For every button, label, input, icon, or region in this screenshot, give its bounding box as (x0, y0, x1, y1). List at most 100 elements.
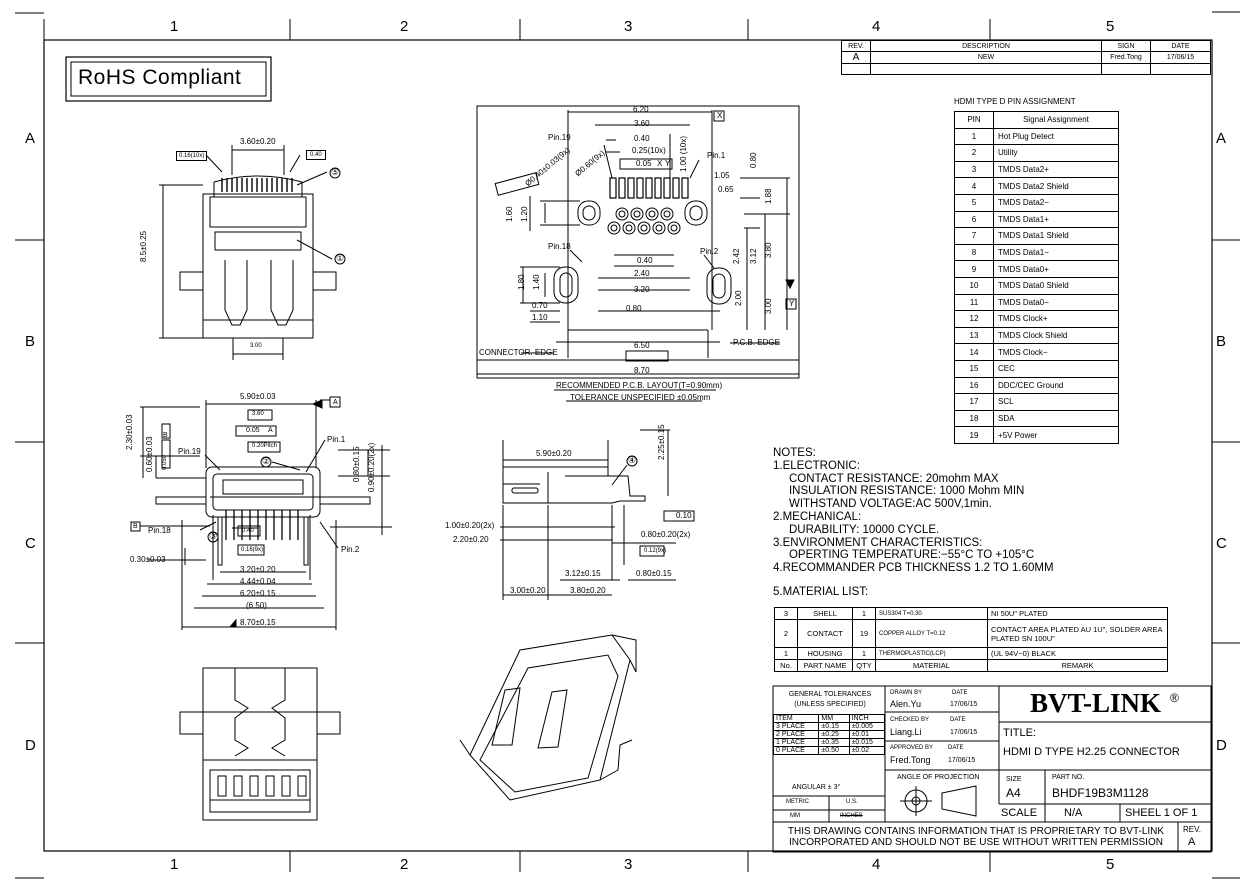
pin-row: 19+5V Power (954, 426, 1119, 444)
mat-header: REMARK (987, 659, 1168, 672)
dim-label: 0.12(9x) (644, 548, 667, 554)
edge-label: P.C.B. EDGE (733, 338, 780, 347)
signal-name: TMDS Data1+ (993, 210, 1119, 229)
pin-number: 17 (954, 393, 994, 411)
dim-label: 0.16(10x) (176, 151, 208, 161)
pin-number: 16 (954, 376, 994, 395)
dim-label: 3.20 (634, 285, 650, 294)
edge-label: CONNECTOR. EDGE (479, 348, 558, 357)
dim-label: 0.40 (637, 256, 653, 265)
pin-number: 7 (954, 227, 994, 245)
front-view (159, 145, 346, 360)
dim-label: 0.40 (242, 528, 254, 534)
rev-header: DESCRIPTION (870, 40, 1102, 52)
drawn-by: Alen.Yu (890, 699, 922, 709)
dim-label: 6.20 (633, 105, 649, 114)
pin-number: 2 (954, 144, 994, 162)
dim-label: A (333, 399, 338, 406)
dim-label: 3.60±0.20 (240, 137, 276, 146)
rev-cell: A (841, 51, 871, 64)
dim-label: 1.88 (764, 188, 773, 204)
mat-cell: COPPER ALLOY T=0.12 (875, 619, 988, 648)
rev-cell: NEW (870, 51, 1102, 64)
checked-by-label: CHECKED BY (890, 717, 930, 723)
proprietary-notice: THIS DRAWING CONTAINS INFORMATION THAT I… (787, 826, 1165, 848)
dim-label: 0.40 (306, 150, 326, 160)
company-logo: BVT-LINK (1030, 688, 1162, 718)
dim-label: 3.00 (250, 343, 262, 349)
mat-cell: 19 (852, 619, 876, 648)
dim-label: 8.70 (634, 366, 650, 375)
signal-name: TMDS Clock− (993, 343, 1119, 361)
pin-table-title: HDMI TYPE D PIN ASSIGNMENT (954, 97, 1076, 106)
dim-label: 0.05 (636, 159, 652, 168)
pin-number: 13 (954, 326, 994, 345)
zone-label: 3 (624, 18, 633, 35)
signal-name: Hot Plug Detect (993, 127, 1119, 146)
part-number: BHDF19B3M1128 (1052, 786, 1149, 800)
dim-label: 0.80±0.15 (636, 569, 672, 578)
angular-tolerance: ANGULAR ± 3° (792, 784, 841, 791)
sheet-number: SHEEL 1 OF 1 (1125, 807, 1198, 819)
dim-label: 2.42 (732, 248, 741, 264)
zone-label: 2 (400, 856, 409, 873)
material-table: 3 SHELL 1 SUS304 T=0.30 NI 50U" PLATED 2… (774, 607, 1168, 672)
dim-label: 3.60 (634, 119, 650, 128)
notes-lines: 1.ELECTRONIC: CONTACT RESISTANCE: 20mohm… (773, 460, 1054, 575)
tol-cell: ±0.15 (818, 722, 850, 731)
pin-number: 8 (954, 243, 994, 262)
dim-label: 1.80 (517, 274, 526, 290)
signal-name: TMDS Data0− (993, 293, 1119, 312)
note-line: CONTACT RESISTANCE: 20mohm MAX (773, 472, 999, 485)
inches-label: INCHES (840, 813, 863, 819)
mat-header: No. (774, 659, 798, 672)
dim-label: 0.20Pitch (252, 443, 278, 449)
dim-label: X (717, 111, 723, 120)
mat-cell: 1 (852, 647, 876, 660)
note-line: DURABILITY: 10000 CYCLE. (773, 523, 940, 536)
mat-cell: 1 (852, 607, 876, 620)
dim-label: 4.44±0.04 (240, 577, 276, 586)
dim-label: 1.00±0.20(2x) (445, 521, 495, 530)
approved-by-label: APPROVED BY (890, 745, 934, 751)
rev-header: DATE (1150, 40, 1211, 52)
zone-label: D (25, 737, 36, 754)
us-label: U.S. (846, 799, 858, 805)
note-line: 1.ELECTRONIC: (773, 459, 860, 472)
tol-cell: 2 PLACE (772, 730, 820, 739)
dim-label: 2.30±0.03 (125, 414, 134, 450)
signal-name: TMDS Data0+ (993, 260, 1119, 278)
bottom-view (179, 667, 341, 821)
rev-cell: 17/06/15 (1150, 51, 1211, 64)
pin-number: 1 (954, 127, 994, 146)
zone-label: 1 (170, 856, 179, 873)
pin-number: 9 (954, 260, 994, 278)
dim-label: Y (665, 159, 671, 168)
dim-label: 0.80 (749, 152, 758, 168)
dim-label: 1.60 (505, 206, 514, 222)
dim-label: 6.20±0.15 (240, 589, 276, 598)
dim-label: 1.00 (10x) (679, 135, 688, 172)
dim-label: 0.80±0.15 (352, 446, 361, 482)
mat-header: PART NAME (797, 659, 853, 672)
mat-cell: CONTACT (797, 619, 853, 648)
tol-cell: ±0.25 (818, 730, 850, 739)
registered-mark: ® (1170, 691, 1179, 705)
dim-label: 1.20 (520, 206, 529, 222)
layout-caption: RECOMMENDED P.C.B. LAYOUT(T=0.90mm) (556, 381, 723, 390)
zone-label: B (25, 333, 36, 350)
tol-cell: 1 PLACE (772, 738, 820, 747)
dim-label: 2.20±0.20 (453, 535, 489, 544)
dim-label: Y (789, 299, 795, 308)
zone-label: C (1216, 535, 1227, 552)
size-label: SIZE (1006, 776, 1022, 783)
